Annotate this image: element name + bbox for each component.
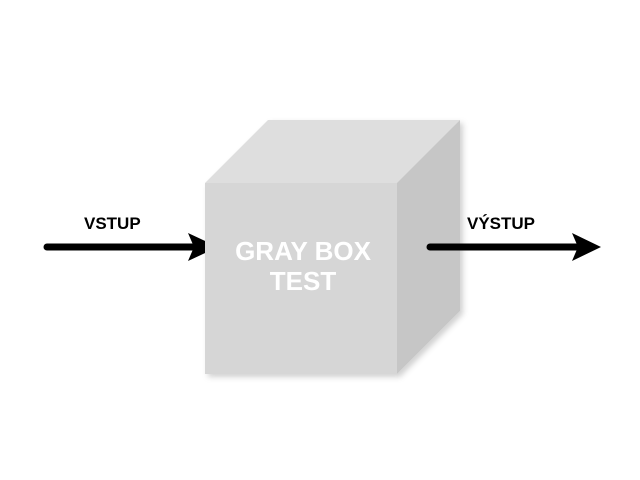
cube-front-face [205, 183, 397, 374]
output-arrow [426, 233, 601, 261]
box-title-line2: TEST [269, 266, 337, 296]
box-title-line1: GRAY BOX [235, 236, 371, 266]
output-arrow-head [572, 233, 601, 261]
input-arrow [43, 233, 218, 261]
input-arrow-head [188, 233, 218, 261]
cube-top-face [205, 120, 460, 183]
output-label: VÝSTUP [467, 214, 536, 233]
box-title: GRAY BOX TEST [205, 236, 401, 296]
gray-box-cube [205, 120, 460, 374]
input-label: VSTUP [84, 214, 141, 233]
